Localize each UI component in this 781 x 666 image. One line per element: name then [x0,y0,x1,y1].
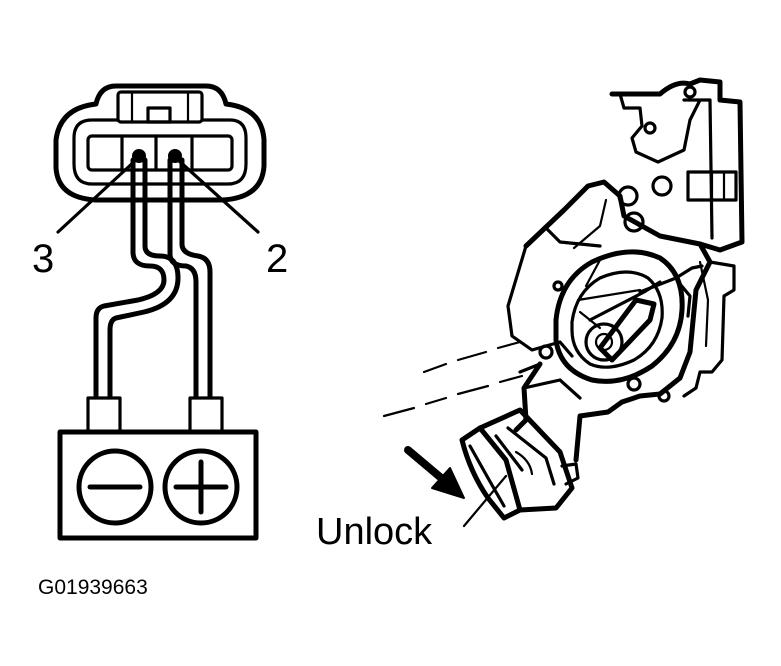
pin-3-label: 3 [32,237,54,281]
pin-3-leader [56,158,138,234]
pin-2-label: 2 [266,237,288,281]
pin-2-leader [176,158,260,234]
battery-negative-terminal [76,448,154,526]
battery-positive-terminal [162,448,240,526]
figure-code: G01939663 [38,576,148,599]
connector [53,83,267,203]
unlock-leader [462,474,508,528]
unlock-arrow-icon [404,446,465,499]
motor-axis-leader [382,374,524,418]
battery [57,396,259,541]
door-lock-assembly [459,77,745,521]
body-axis-leader [422,340,522,374]
unlock-label: Unlock [316,511,433,553]
wire-pin-2-to-positive [167,157,213,403]
wire-pin-3-to-negative [93,157,181,403]
